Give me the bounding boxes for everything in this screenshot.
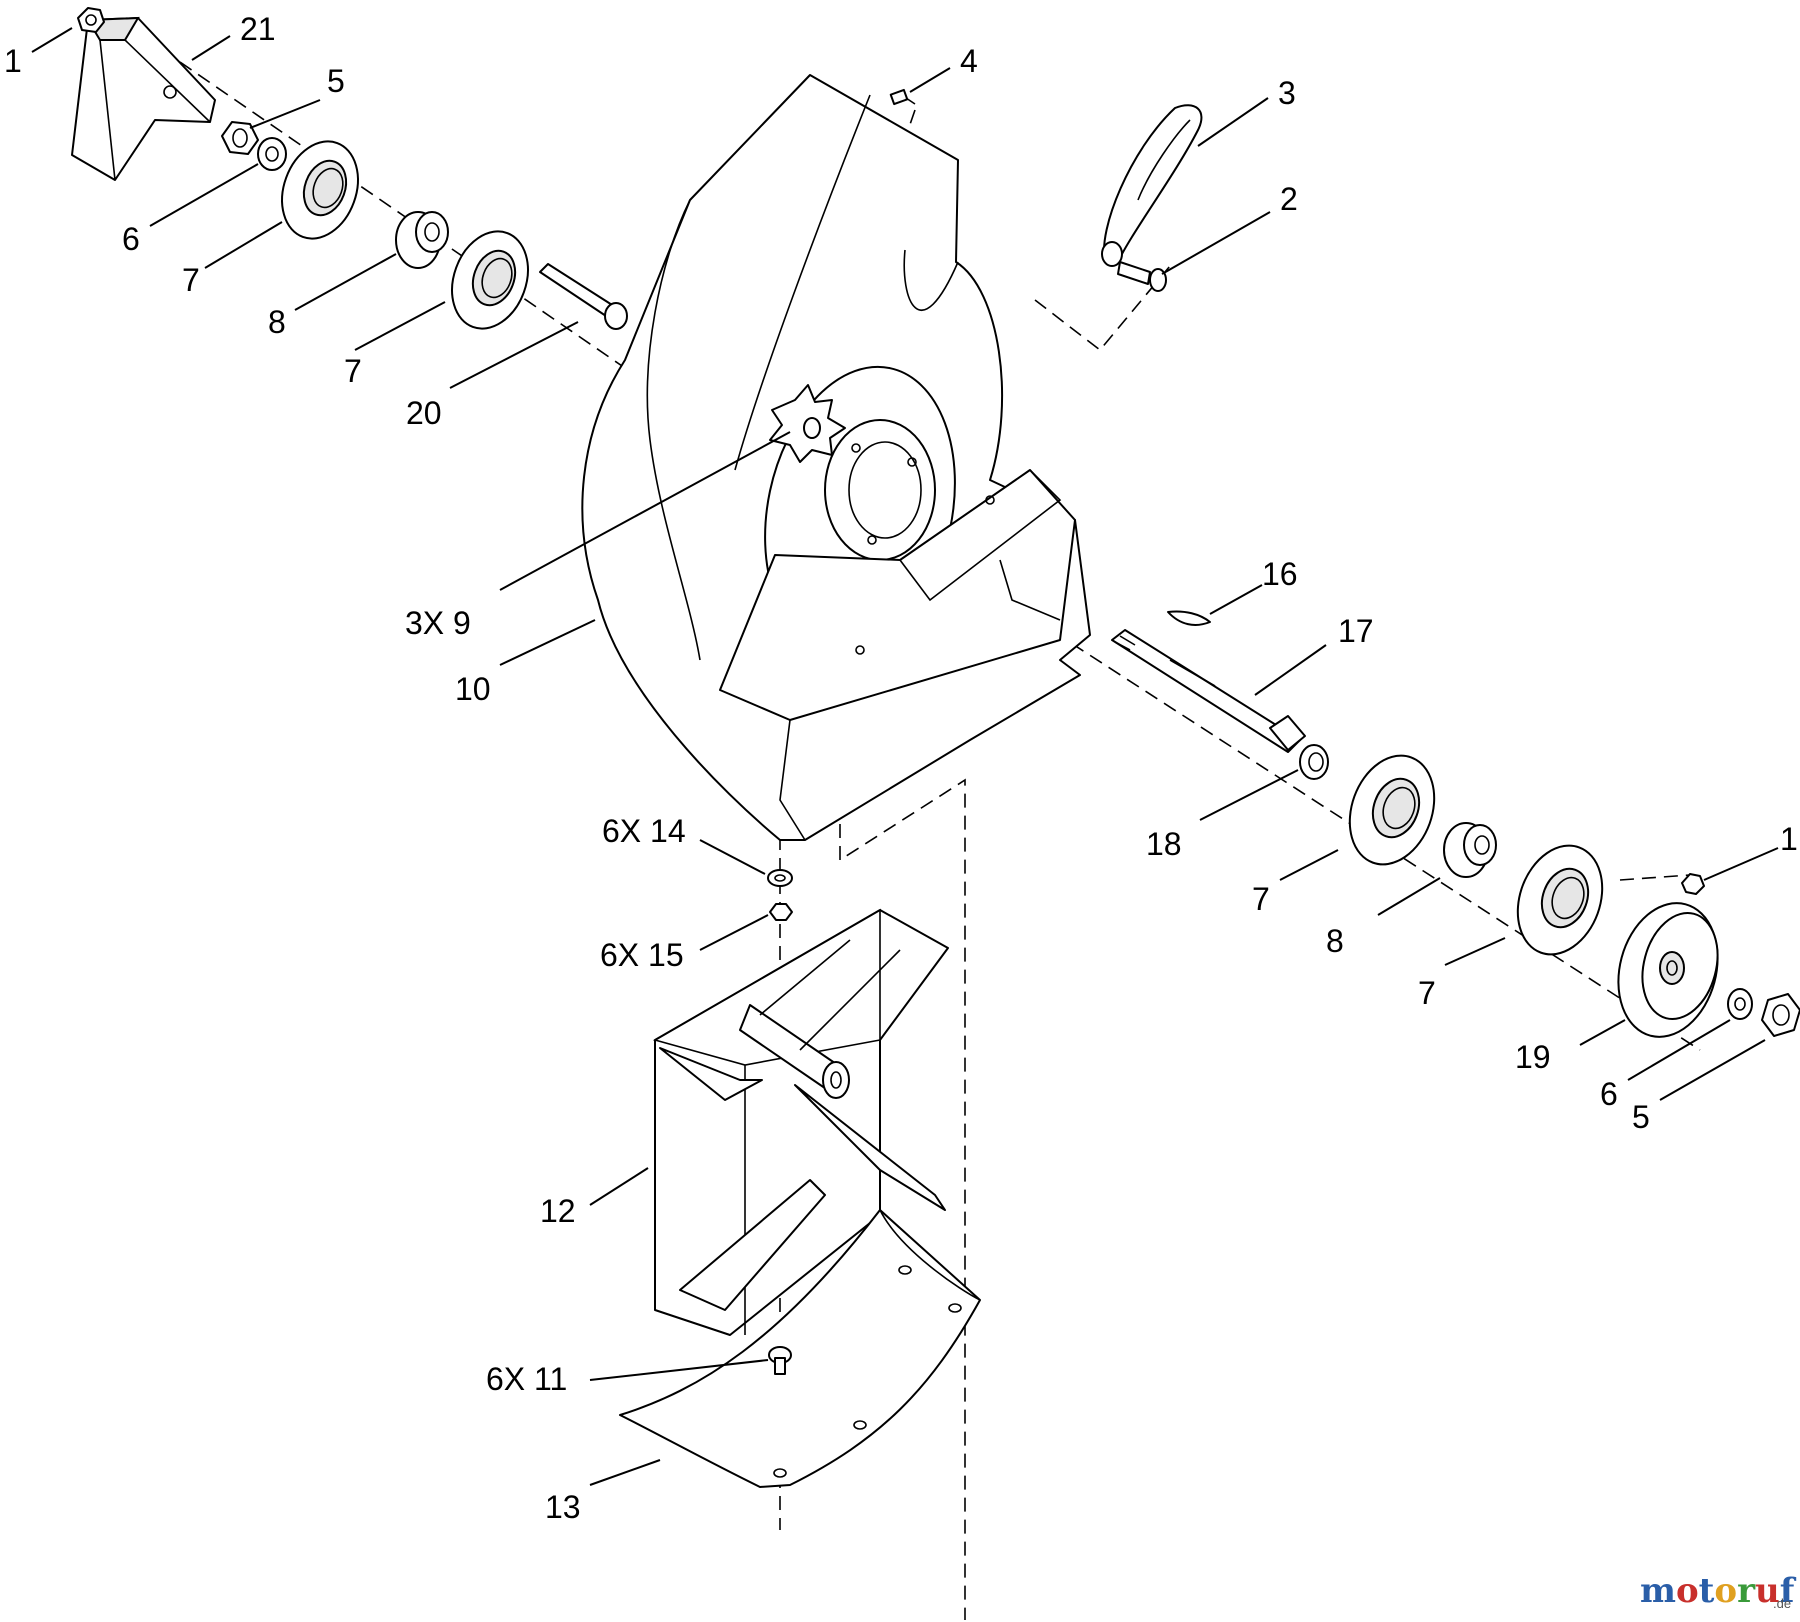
blower-housing-part-10 (581, 74, 1091, 841)
callout-4: 4 (960, 43, 978, 79)
callout-7-c: 7 (1252, 881, 1270, 917)
bearing-part-8-top (395, 211, 449, 269)
callout-labels: 1 21 5 6 7 8 7 20 4 3 2 3X 9 10 16 17 18… (4, 11, 1798, 1525)
bolt-part-2 (1117, 261, 1167, 292)
star-fastener-part-9 (769, 384, 846, 463)
callout-7-b: 7 (344, 353, 362, 389)
logo-letter: t (1699, 1571, 1715, 1611)
logo-letter: f (1780, 1571, 1797, 1611)
nut-part-1-top (77, 7, 105, 33)
nut-part-1-bottom (1681, 873, 1705, 895)
collar-part-18 (1299, 744, 1329, 780)
nut-part-15 (769, 903, 793, 921)
callout-12: 12 (540, 1193, 576, 1229)
bearing-part-8-bottom (1443, 822, 1497, 878)
callout-6x-15: 6X 15 (600, 937, 684, 973)
flange-part-7-c (1348, 754, 1436, 866)
pulley-part-19 (1617, 902, 1719, 1038)
callout-13: 13 (545, 1489, 581, 1525)
callout-1-top: 1 (4, 43, 22, 79)
hex-nut-part-5-bottom (1761, 993, 1800, 1037)
callout-7-d: 7 (1418, 975, 1436, 1011)
callout-7-a: 7 (182, 262, 200, 298)
svg-text:.de: .de (1773, 1596, 1791, 1611)
pin-part-20 (539, 263, 628, 330)
scraper-plate-part-13 (619, 1209, 981, 1488)
washer-part-14 (767, 869, 793, 887)
key-part-16 (1167, 610, 1211, 626)
callout-6x-11: 6X 11 (486, 1361, 567, 1397)
flange-part-7-b (451, 230, 529, 330)
callout-1-bottom: 1 (1780, 821, 1798, 857)
callout-18: 18 (1146, 826, 1182, 862)
bolt-part-11 (768, 1346, 792, 1375)
motoruf-logo: motoruf .de (1640, 1571, 1797, 1611)
callout-6x-14: 6X 14 (602, 813, 686, 849)
hex-nut-part-5-top (221, 121, 259, 155)
callout-21: 21 (240, 11, 276, 47)
callout-19: 19 (1515, 1039, 1551, 1075)
callout-17: 17 (1338, 613, 1374, 649)
callout-6-bottom: 6 (1600, 1076, 1618, 1112)
callout-2: 2 (1280, 181, 1298, 217)
callout-6-top: 6 (122, 221, 140, 257)
latch-handle-part-3 (1101, 104, 1203, 267)
washer-part-6-bottom (1727, 988, 1753, 1020)
logo-letter: o (1714, 1571, 1737, 1611)
logo-letter: r (1737, 1571, 1756, 1611)
screw-part-4 (889, 88, 916, 106)
leader-lines (31, 27, 1779, 1486)
callout-8-bottom: 8 (1326, 923, 1344, 959)
flange-part-7-d (1516, 844, 1604, 956)
callout-3: 3 (1278, 75, 1296, 111)
callout-5-top: 5 (327, 63, 345, 99)
logo-letter: u (1755, 1571, 1780, 1611)
bracket-part-21 (71, 16, 216, 181)
shaft-part-17 (1111, 629, 1306, 753)
svg-text:motoruf: motoruf (1640, 1571, 1797, 1611)
flange-part-7-a (281, 140, 359, 240)
callout-5-bottom: 5 (1632, 1099, 1650, 1135)
callout-20: 20 (406, 395, 442, 431)
washer-part-6-top (257, 137, 287, 171)
callout-10: 10 (455, 671, 491, 707)
logo-letter: o (1676, 1571, 1699, 1611)
callout-16: 16 (1262, 556, 1298, 592)
callout-8-top: 8 (268, 304, 286, 340)
logo-letter: m (1640, 1571, 1676, 1611)
impeller-part-12 (652, 908, 949, 1336)
callout-3x-9: 3X 9 (405, 605, 471, 641)
